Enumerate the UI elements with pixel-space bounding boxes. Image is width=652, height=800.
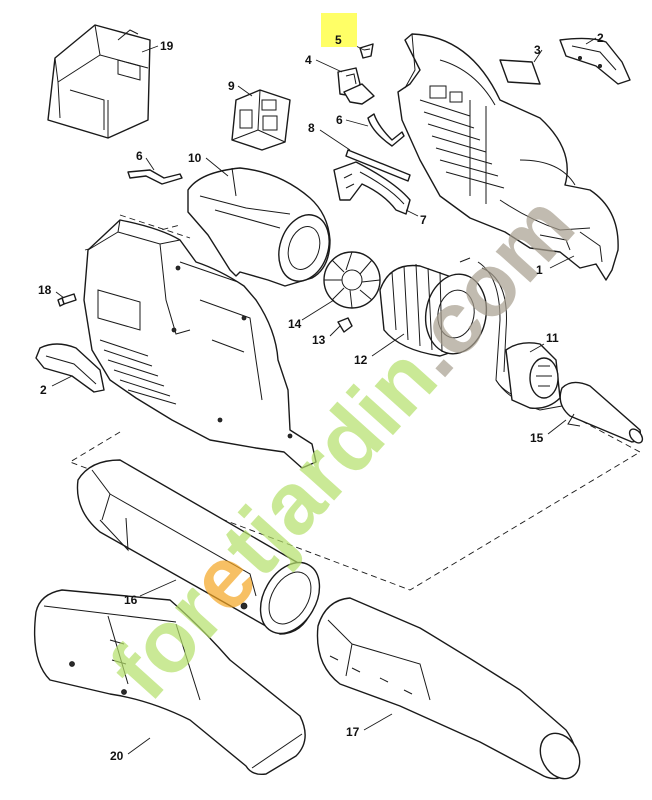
callout-9: 9 — [228, 79, 235, 93]
assembly-outline-upper — [84, 214, 191, 251]
callout-6-top: 6 — [336, 113, 343, 127]
part-10-nozzle-adapter — [187, 167, 331, 287]
part-17-cone-nozzle — [316, 597, 581, 780]
callout-1: 1 — [536, 263, 543, 277]
part-5-clip — [359, 43, 374, 59]
callout-19: 19 — [160, 39, 174, 53]
callout-13: 13 — [312, 333, 326, 347]
callout-10: 10 — [188, 151, 202, 165]
callout-7: 7 — [420, 213, 427, 227]
leader-lines — [51, 37, 597, 755]
part-7-trigger — [333, 161, 411, 215]
callout-17: 17 — [346, 725, 360, 739]
part-2-trim-top — [559, 37, 631, 85]
part-6-spring-left — [127, 169, 183, 185]
callout-8: 8 — [308, 121, 315, 135]
part-14-fan — [323, 251, 381, 309]
part-4-trigger-switch — [337, 67, 375, 105]
callout-5: 5 — [335, 33, 342, 47]
part-20-flat-nozzle — [33, 589, 306, 776]
callout-2-left: 2 — [40, 383, 47, 397]
part-8-lock-rod — [345, 149, 411, 182]
part-1-right-housing — [397, 33, 619, 281]
callout-12: 12 — [354, 353, 368, 367]
callout-4: 4 — [305, 53, 312, 67]
part-5-highlight — [321, 13, 357, 47]
part-12-motor — [379, 257, 563, 411]
part-6-spring-top — [367, 113, 405, 147]
part-9-switch-module — [231, 89, 291, 151]
left-housing — [83, 219, 317, 469]
callout-18: 18 — [38, 283, 52, 297]
part-16-tube — [76, 459, 321, 635]
callout-20: 20 — [110, 749, 124, 763]
assembly-outline-lower — [68, 419, 641, 591]
callout-2-top: 2 — [597, 31, 604, 45]
callout-11: 11 — [546, 331, 559, 345]
part-19-cover — [47, 24, 151, 139]
callout-3: 3 — [534, 43, 541, 57]
callout-14: 14 — [288, 317, 302, 331]
part-11-connector — [505, 342, 561, 409]
part-3-label — [499, 59, 541, 85]
part-15-nozzle-tip — [559, 381, 644, 444]
callout-15: 15 — [530, 431, 544, 445]
part-18-screw — [57, 293, 77, 307]
part-2-trim-left — [35, 343, 105, 393]
part-13-nut — [337, 317, 353, 333]
callout-16: 16 — [124, 593, 138, 607]
callout-6-left: 6 — [136, 149, 143, 163]
